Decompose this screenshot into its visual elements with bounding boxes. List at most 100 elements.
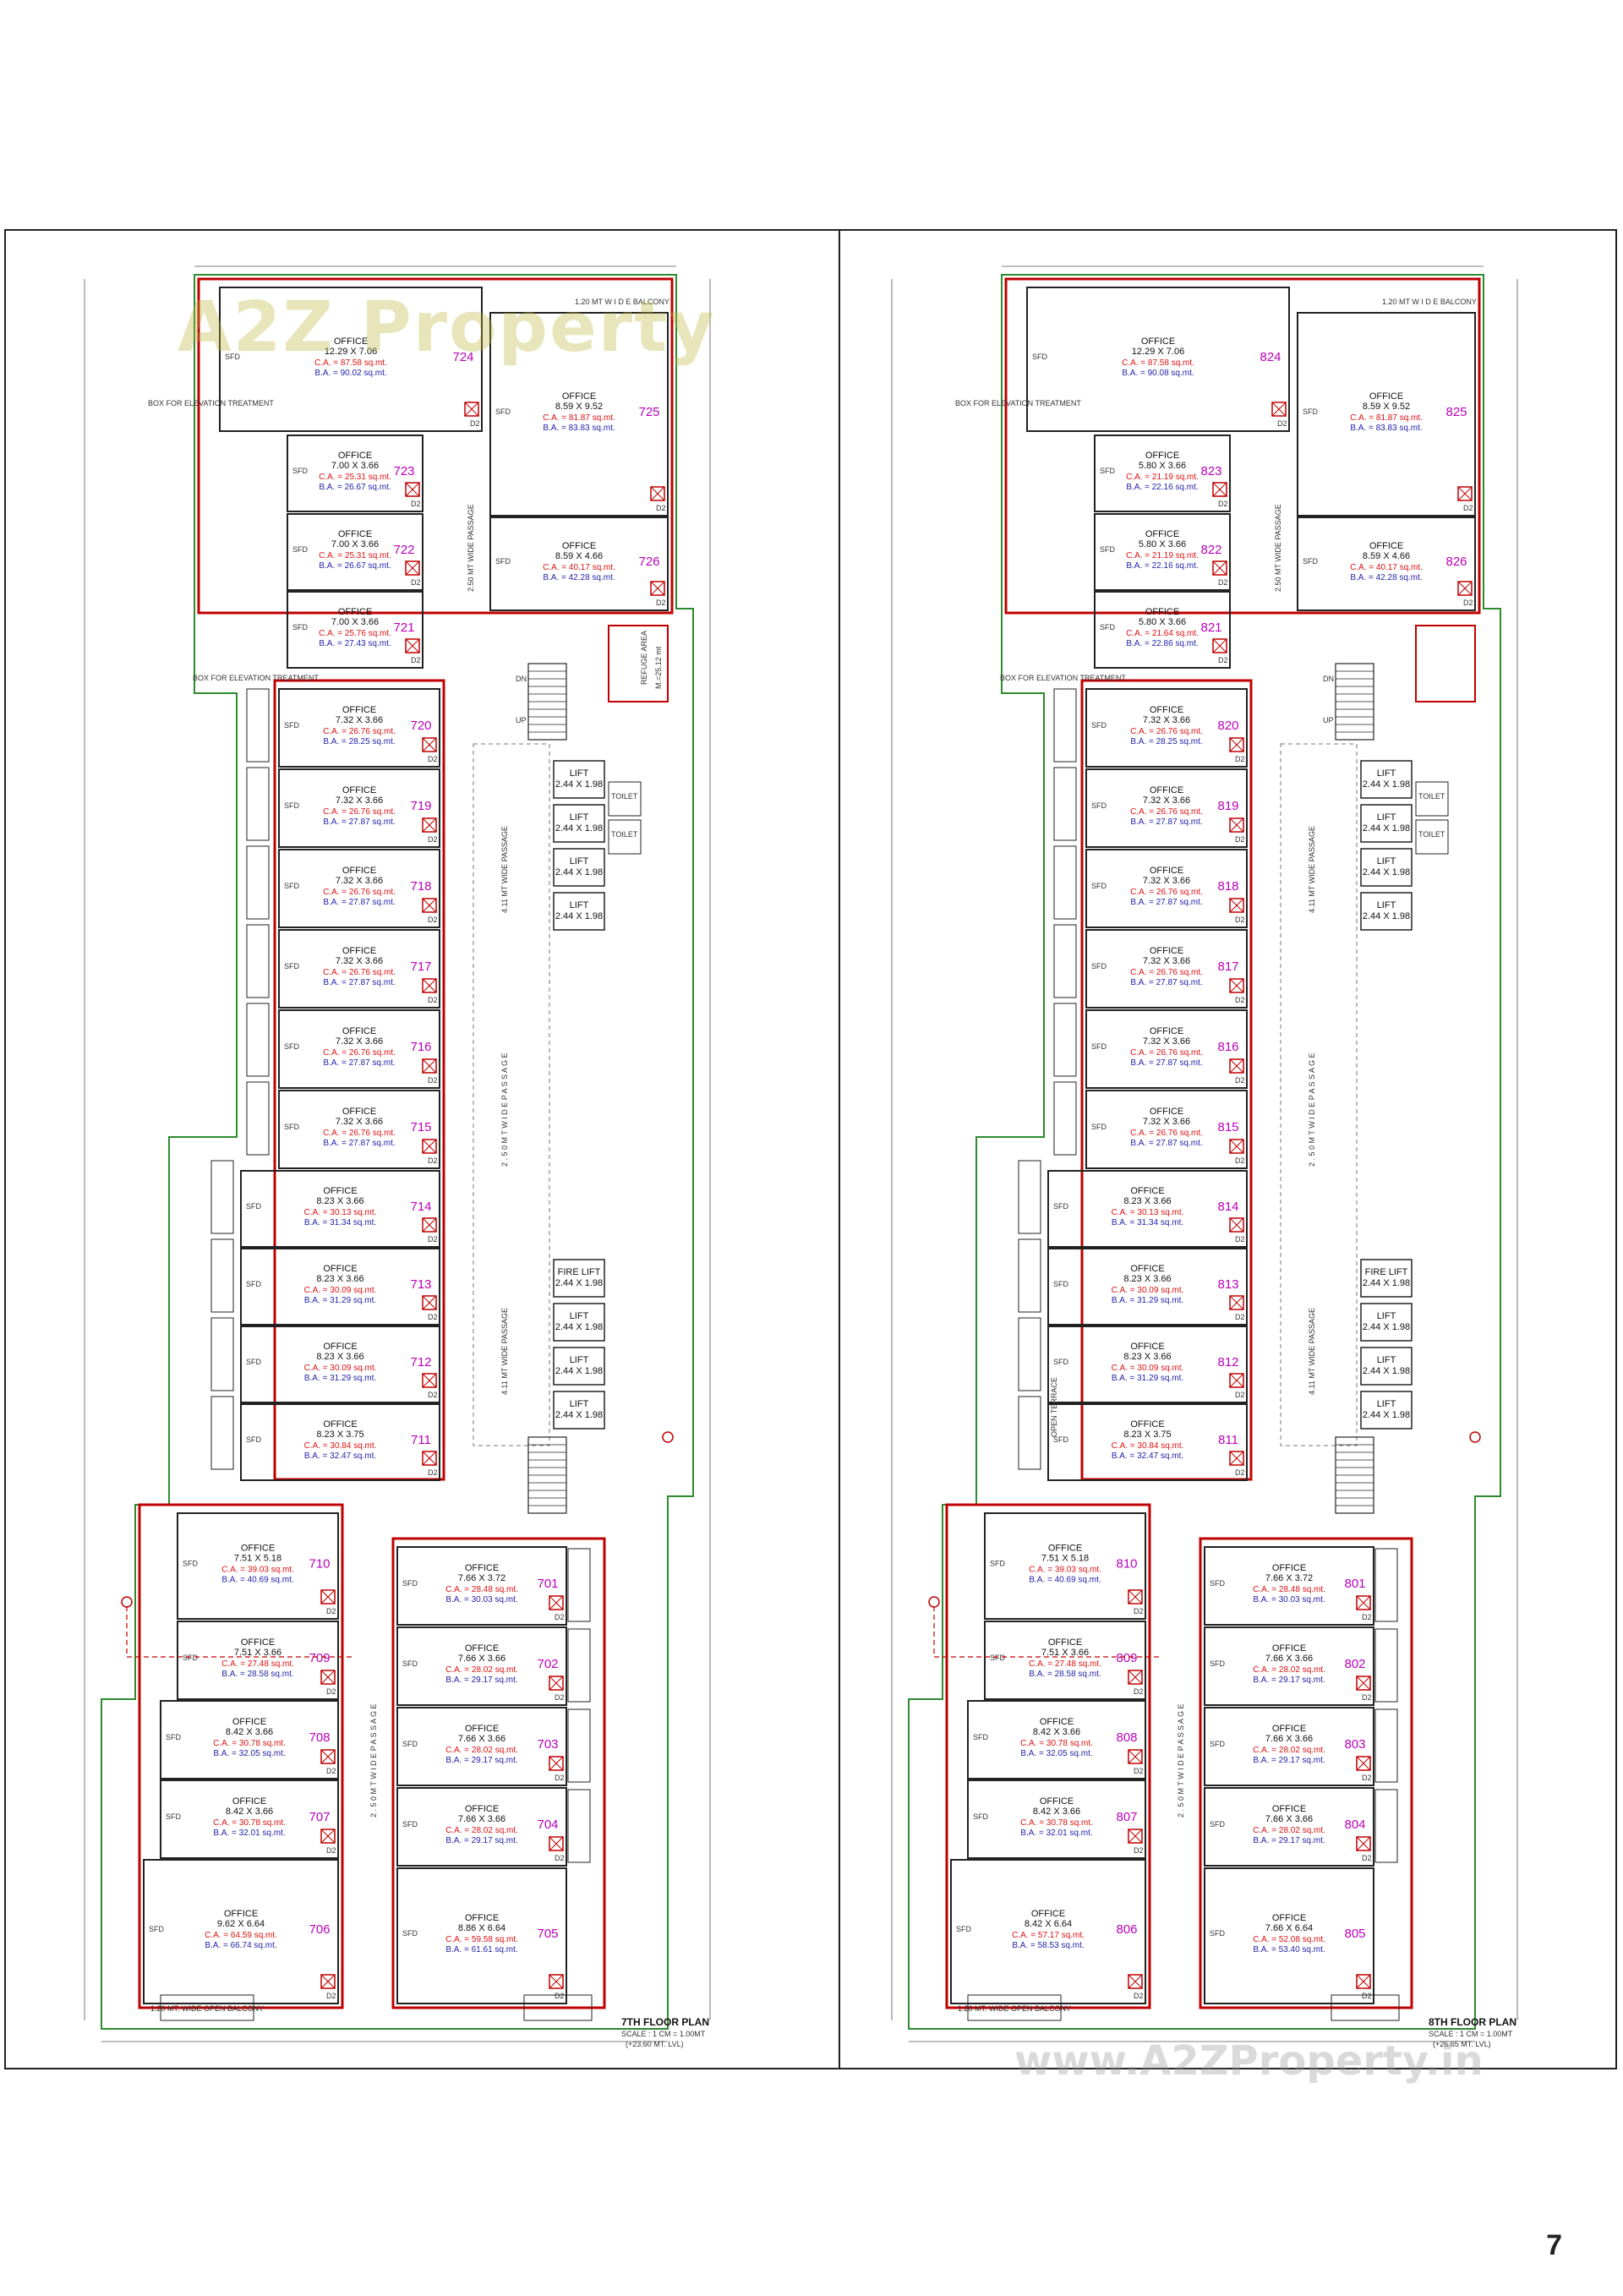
room-size: 7.66 X 3.66 <box>458 1734 505 1744</box>
room-label: OFFICE <box>1150 866 1183 876</box>
carpet-area: C.A. = 30.78 sq.mt. <box>1020 1818 1093 1828</box>
built-area: B.A. = 28.25 sq.mt. <box>323 737 395 746</box>
duct-box <box>1229 1217 1244 1233</box>
lift-label: LIFT <box>570 1399 589 1409</box>
room-size: 8.42 X 6.64 <box>1025 1919 1072 1929</box>
door-label: D2 <box>470 419 480 428</box>
unit-number: 811 <box>1218 1433 1238 1447</box>
built-area: B.A. = 30.03 sq.mt. <box>1253 1595 1325 1604</box>
carpet-area: C.A. = 26.76 sq.mt. <box>323 968 396 977</box>
carpet-area: C.A. = 30.09 sq.mt. <box>304 1286 377 1295</box>
elevation-box-label: BOX FOR ELEVATION TREATMENT <box>955 399 1081 407</box>
room-label: OFFICE <box>323 1342 357 1352</box>
duct-box <box>549 1676 564 1691</box>
door-label: D2 <box>428 996 438 1004</box>
room-label: OFFICE <box>342 1107 376 1117</box>
carpet-area: C.A. = 81.87 sq.mt. <box>543 413 615 423</box>
carpet-area: C.A. = 28.02 sq.mt. <box>1253 1665 1325 1675</box>
unit-number: 803 <box>1344 1737 1365 1752</box>
passage-label: 4.11 MT WIDE PASSAGE <box>1308 1308 1316 1395</box>
built-area: B.A. = 27.87 sq.mt. <box>323 1058 395 1068</box>
lift-label: LIFT <box>1377 900 1396 910</box>
built-area: B.A. = 27.87 sq.mt. <box>323 1139 395 1148</box>
sfd-label: SFD <box>990 1654 1006 1662</box>
passage-label: 4.11 MT WIDE PASSAGE <box>500 826 509 913</box>
sfd-label: SFD <box>284 962 300 970</box>
carpet-area: C.A. = 28.48 sq.mt. <box>1253 1585 1325 1594</box>
door-label: D2 <box>1362 1854 1372 1862</box>
duct-cross <box>1229 1295 1244 1310</box>
lift-size: 2.44 X 1.98 <box>555 1410 603 1420</box>
room-outline <box>240 1248 440 1326</box>
elevation-box-label: BOX FOR ELEVATION TREATMENT <box>1000 674 1126 682</box>
duct-cross <box>405 482 420 497</box>
passage-label: 2 . 5 0 M T W I D E P A S S A G E <box>1177 1703 1185 1818</box>
built-area: B.A. = 29.17 sq.mt. <box>1253 1836 1325 1845</box>
room-size: 7.66 X 3.72 <box>458 1573 505 1583</box>
sfd-label: SFD <box>1053 1358 1069 1366</box>
room-label: OFFICE <box>1141 336 1175 347</box>
built-area: B.A. = 27.87 sq.mt. <box>1130 1058 1202 1068</box>
door-label: D2 <box>1134 1607 1144 1615</box>
refuge-area <box>1415 625 1476 702</box>
sfd-label: SFD <box>402 1579 418 1588</box>
room-outline <box>396 1546 567 1626</box>
room-label: OFFICE <box>338 607 372 617</box>
unit-number: 708 <box>309 1730 330 1745</box>
door-label: D2 <box>656 599 666 607</box>
room-label: OFFICE <box>1130 1264 1164 1274</box>
room-size: 8.42 X 3.66 <box>226 1807 273 1817</box>
service-point <box>662 1431 674 1443</box>
plan-title: 7TH FLOOR PLAN <box>621 2016 709 2028</box>
room-label: OFFICE <box>1272 1563 1306 1573</box>
duct-box <box>422 817 437 833</box>
built-area: B.A. = 29.17 sq.mt. <box>445 1756 517 1765</box>
room-outline <box>1204 1707 1374 1786</box>
room-outline <box>278 1090 440 1169</box>
open-balcony <box>523 1994 593 2021</box>
room-outline <box>1094 435 1231 512</box>
duct-box <box>1212 560 1227 576</box>
passage-label: 2.50 MT WIDE PASSAGE <box>467 504 475 592</box>
carpet-area: C.A. = 28.02 sq.mt. <box>445 1826 518 1835</box>
lift-shaft <box>1360 1259 1413 1298</box>
duct-cross <box>422 1451 437 1466</box>
room-size: 12.29 X 7.06 <box>325 347 377 357</box>
room-outline <box>240 1403 440 1481</box>
door-label: D2 <box>411 578 421 587</box>
duct-cross <box>320 1589 336 1604</box>
duct-cross <box>1229 737 1244 752</box>
lift-label: LIFT <box>570 856 589 866</box>
door-label: D2 <box>1218 578 1228 587</box>
unit-number: 807 <box>1116 1810 1137 1824</box>
lift-size: 2.44 X 1.98 <box>555 867 603 877</box>
duct-cross <box>320 1670 336 1685</box>
duct-box <box>1229 1058 1244 1074</box>
room-size: 7.32 X 3.66 <box>336 956 383 966</box>
balcony-strip <box>567 1708 591 1783</box>
door-label: D2 <box>1362 1613 1372 1621</box>
built-area: B.A. = 40.69 sq.mt. <box>1029 1576 1101 1585</box>
door-label: D2 <box>1362 1992 1372 2000</box>
south-west-wall <box>138 1503 344 2009</box>
room-label: OFFICE <box>342 1026 376 1036</box>
room-outline <box>287 435 424 512</box>
duct-cross <box>650 486 665 501</box>
built-area: B.A. = 32.01 sq.mt. <box>1020 1829 1092 1838</box>
lift-size: 2.44 X 1.98 <box>555 1278 603 1288</box>
lift-size: 2.44 X 1.98 <box>1363 867 1410 877</box>
door-label: D2 <box>1463 599 1473 607</box>
door-label: D2 <box>326 1992 336 2000</box>
carpet-area: C.A. = 87.58 sq.mt. <box>1122 358 1194 368</box>
lift-shaft <box>553 1259 605 1298</box>
duct-cross <box>422 1217 437 1233</box>
room-label: OFFICE <box>1272 1804 1306 1814</box>
lift-label: FIRE LIFT <box>1365 1267 1408 1277</box>
room-size: 8.59 X 4.66 <box>555 551 603 561</box>
built-area: B.A. = 27.87 sq.mt. <box>1130 978 1202 987</box>
carpet-area: C.A. = 59.58 sq.mt. <box>445 1935 518 1944</box>
plan-level: (+26.65 MT. LVL) <box>1433 2040 1491 2048</box>
duct-box <box>650 486 665 501</box>
duct-box <box>1356 1676 1371 1691</box>
